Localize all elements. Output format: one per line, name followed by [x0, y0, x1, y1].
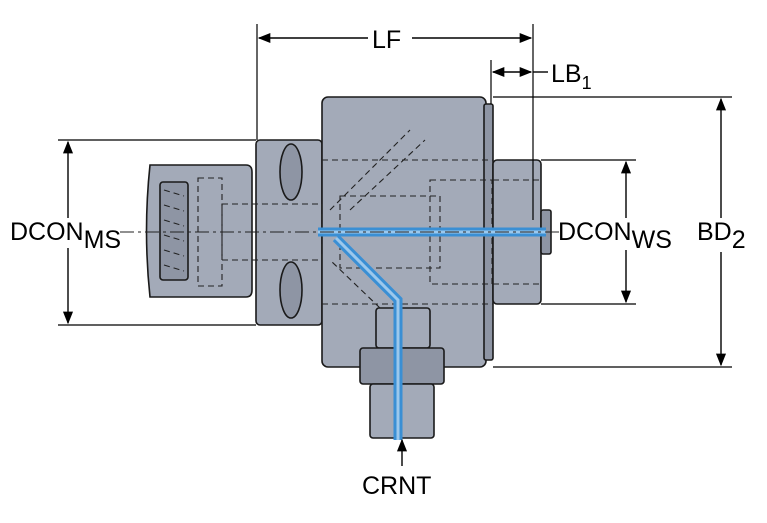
dimension-dcon-ws: DCONWS — [541, 159, 672, 305]
dimension-dcon-ms: DCONMS — [10, 139, 256, 326]
label-lf: LF — [372, 26, 401, 54]
label-lb: LB — [551, 60, 582, 88]
label-crnt: CRNT — [362, 472, 431, 500]
hidden-lines — [197, 129, 541, 309]
svg-text:DCONWS: DCONWS — [558, 218, 672, 254]
shank-grip — [159, 181, 189, 281]
flange-slot-lower — [279, 261, 303, 319]
dimension-bd2: BD2 — [493, 96, 746, 368]
coolant-fitting-upper — [375, 307, 431, 349]
label-dcon-ws: DCON — [558, 218, 632, 246]
dimension-lf: LF — [256, 24, 534, 220]
label-bd: BD — [697, 218, 732, 246]
dimension-crnt: CRNT — [362, 438, 431, 500]
label-dcon-ws-sub: WS — [632, 226, 672, 254]
label-dcon-ms: DCON — [10, 218, 84, 246]
svg-text:LB1: LB1 — [551, 60, 592, 93]
svg-text:DCONMS: DCONMS — [10, 218, 121, 254]
label-dcon-ms-sub: MS — [84, 226, 122, 254]
svg-text:BD2: BD2 — [697, 218, 746, 254]
label-lb-sub: 1 — [582, 73, 592, 93]
dimension-lb1: LB1 — [490, 60, 592, 104]
flange-slot-upper — [279, 143, 303, 201]
label-bd-sub: 2 — [732, 226, 746, 254]
tool-body — [120, 96, 560, 440]
